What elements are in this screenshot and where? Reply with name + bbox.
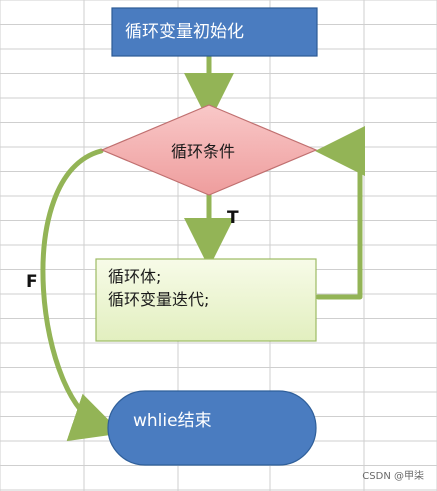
- node-body-line-1: 循环体;: [108, 267, 161, 286]
- node-init: 循环变量初始化: [111, 7, 318, 57]
- watermark-text: CSDN @甲柒: [362, 469, 424, 482]
- node-body-line-2: 循环变量迭代;: [108, 290, 209, 309]
- node-end: whlie结束: [107, 390, 317, 466]
- node-init-label: 循环变量初始化: [125, 22, 244, 42]
- arrow-false-branch: [40, 148, 122, 441]
- edge-label-false: F: [26, 272, 38, 292]
- node-condition-label: 循环条件: [171, 142, 235, 161]
- edge-label-true: T: [227, 208, 239, 228]
- node-body: 循环体; 循环变量迭代;: [95, 258, 317, 342]
- node-condition: 循环条件: [100, 104, 318, 196]
- arrow-loop-back: [315, 126, 365, 300]
- connectors: [40, 53, 365, 441]
- node-end-label: whlie结束: [133, 411, 212, 431]
